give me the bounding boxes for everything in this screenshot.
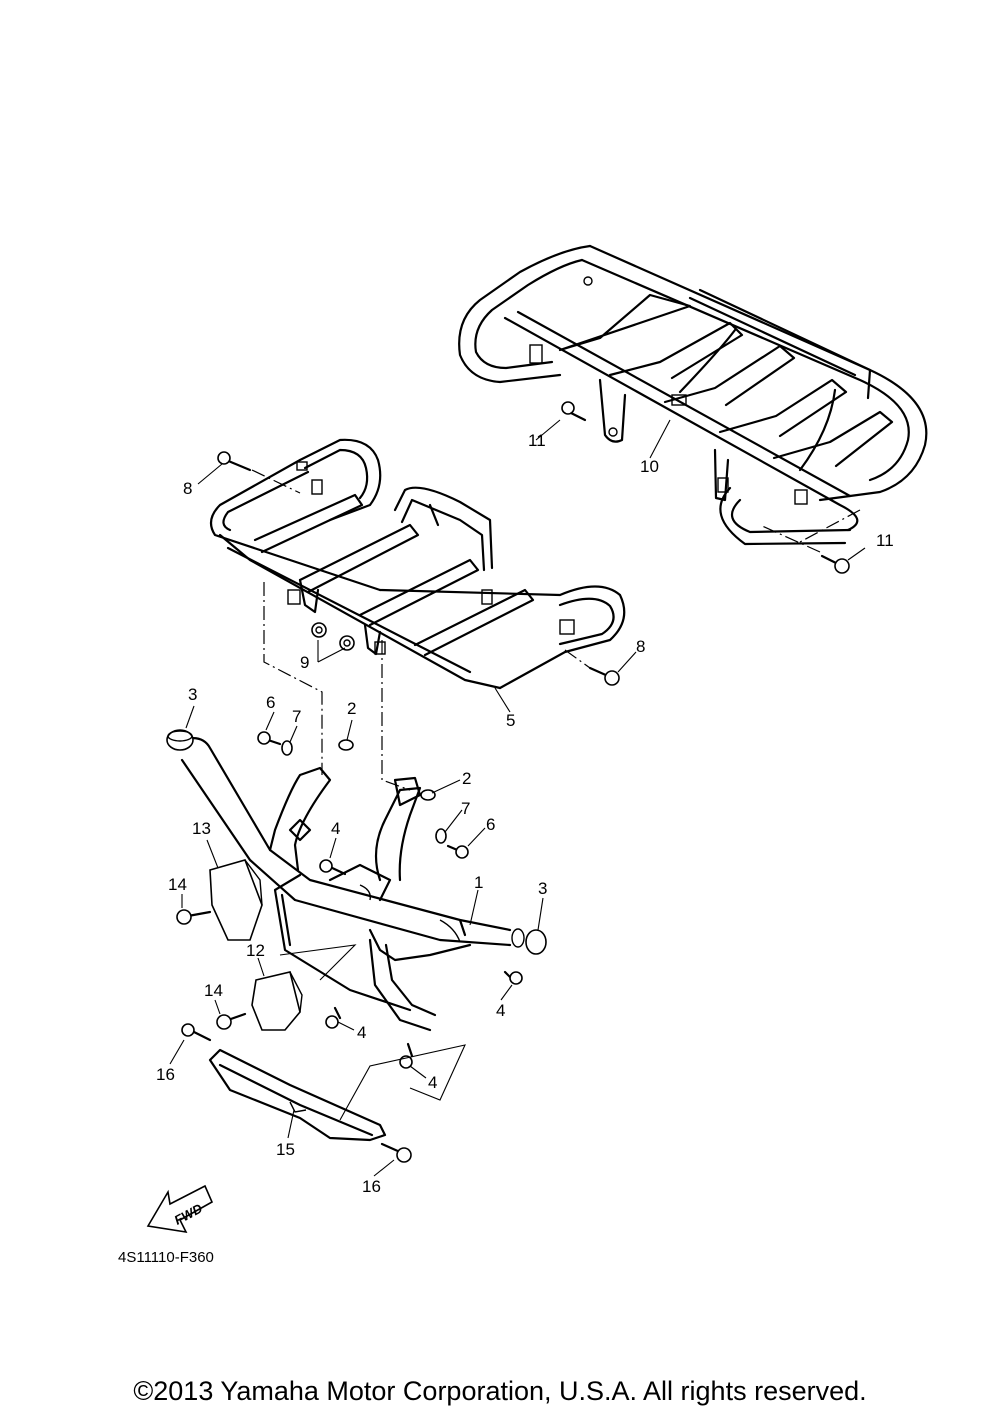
- bolt-8-upper: [217, 451, 252, 472]
- callout-5: 5: [506, 711, 515, 730]
- callout-6: 6: [486, 815, 495, 834]
- callout-14: 14: [168, 875, 187, 894]
- callout-4: 4: [496, 1001, 505, 1020]
- cap-3-right: [525, 929, 547, 955]
- bolt-4-b: [509, 971, 523, 985]
- nut-9-left: [311, 622, 327, 638]
- callout-1: 1: [474, 873, 483, 892]
- bolt-14-lower: [216, 1014, 232, 1030]
- callout-16: 16: [156, 1065, 175, 1084]
- callout-3: 3: [538, 879, 547, 898]
- callout-11: 11: [876, 531, 894, 550]
- grommet-2-lower: [420, 789, 436, 801]
- washer-7-lower: [435, 828, 447, 844]
- callout-2: 2: [347, 699, 356, 718]
- skid-plate: [208, 1048, 387, 1142]
- washer-7-upper: [281, 740, 293, 756]
- bolt-8-lower: [588, 666, 620, 686]
- pad-12: [251, 971, 301, 1031]
- callout-7: 7: [292, 707, 301, 726]
- copyright-notice: ©2013 Yamaha Motor Corporation, U.S.A. A…: [133, 1376, 867, 1406]
- callout-14: 14: [204, 981, 223, 1000]
- callout-15: 15: [276, 1140, 295, 1159]
- diagram-code: 4S11110-F360: [118, 1249, 214, 1266]
- callout-2: 2: [462, 769, 471, 788]
- fwd-arrow-icon: FWD: [146, 1184, 214, 1234]
- callout-6: 6: [266, 693, 275, 712]
- nut-9-right: [339, 635, 355, 651]
- callout-9: 9: [300, 653, 309, 672]
- cap-3-left: [166, 729, 194, 751]
- callout-3: 3: [188, 685, 197, 704]
- rear-carrier: [458, 244, 928, 546]
- callout-4: 4: [428, 1073, 437, 1092]
- callout-8: 8: [636, 637, 645, 656]
- callout-4: 4: [357, 1023, 366, 1042]
- callout-4: 4: [331, 819, 340, 838]
- leader-lines: [169, 419, 866, 1177]
- bolt-16-upper: [181, 1023, 195, 1037]
- bolt-14-upper: [176, 909, 192, 925]
- callout-13: 13: [192, 819, 211, 838]
- callout-8: 8: [183, 479, 192, 498]
- grommet-2-upper: [338, 739, 354, 751]
- bolt-11-upper: [561, 401, 587, 422]
- bolt-4-a: [319, 859, 333, 873]
- bolt-4-c: [325, 1015, 339, 1029]
- callout-7: 7: [461, 799, 470, 818]
- bolt-11-lower: [820, 554, 850, 574]
- bolt-6-lower: [455, 845, 469, 859]
- callout-12: 12: [246, 941, 265, 960]
- bolt-16-lower: [396, 1147, 412, 1163]
- front-carrier: [209, 438, 626, 690]
- guard-frame: [168, 737, 525, 1032]
- callout-10: 10: [640, 457, 659, 476]
- callout-16: 16: [362, 1177, 381, 1196]
- bolt-6-upper: [257, 731, 271, 745]
- callout-11: 11: [528, 431, 546, 450]
